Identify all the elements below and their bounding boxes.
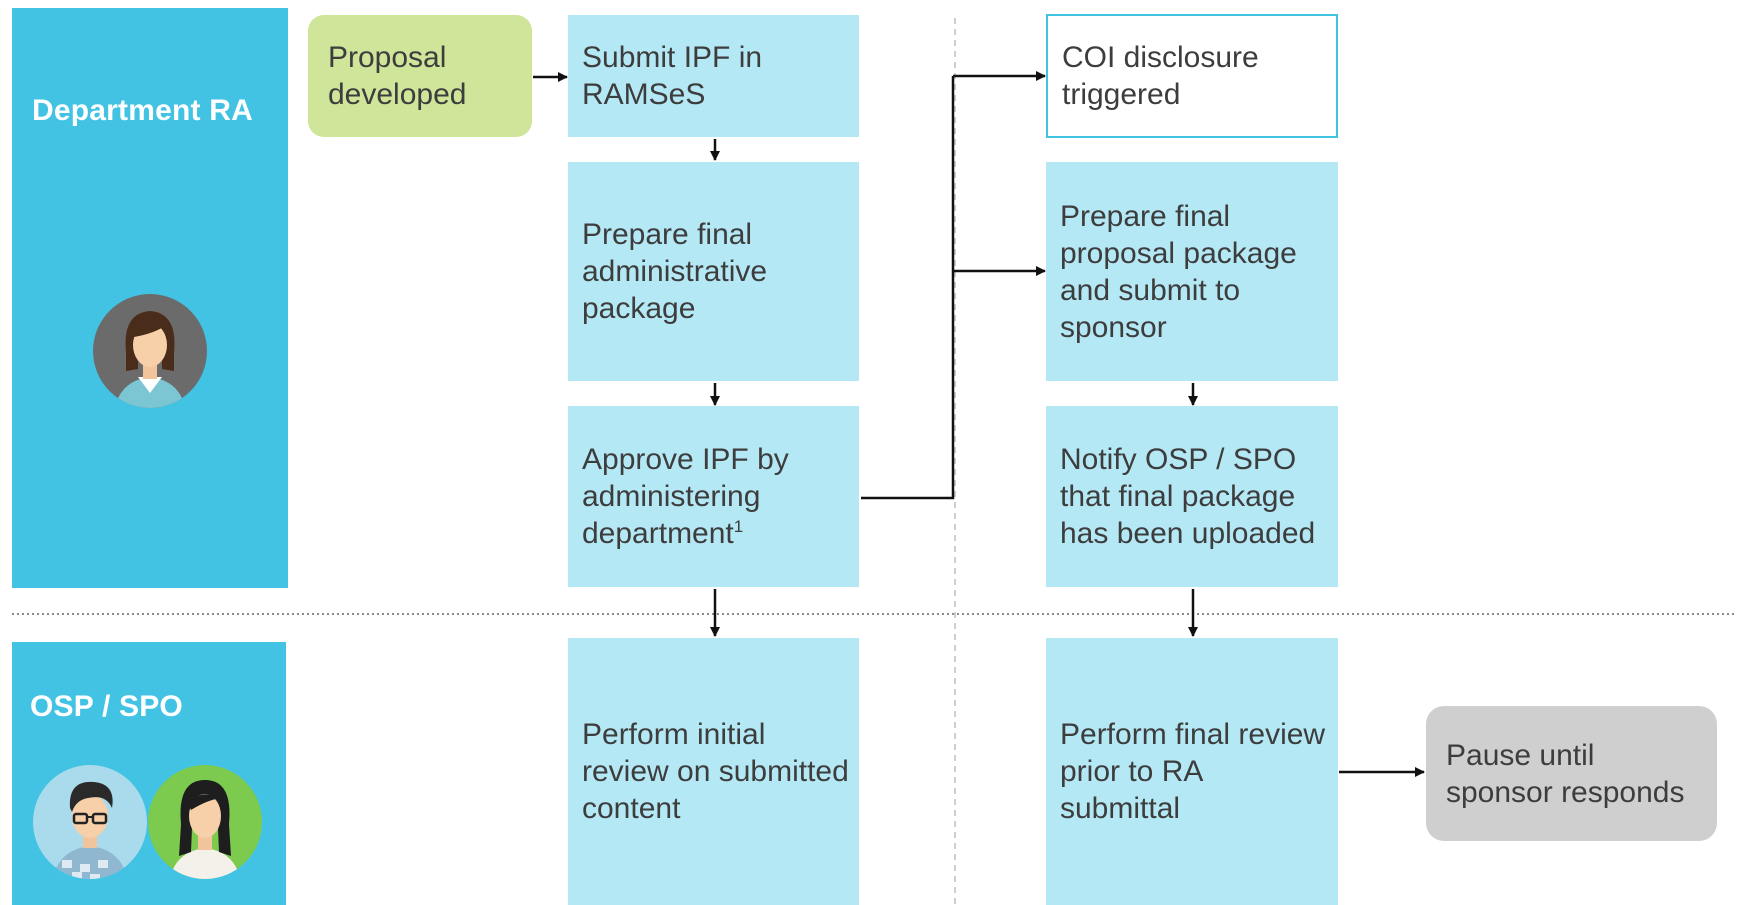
step-proposal-developed: Proposal developed xyxy=(308,15,532,137)
approve-ipf-text: Approve IPF by administering department xyxy=(582,443,789,550)
step-notify-osp: Notify OSP / SPO that final package has … xyxy=(1046,406,1338,587)
avatar-osp-woman xyxy=(148,765,262,879)
arrow-approve-branch xyxy=(861,76,955,500)
step-pause: Pause until sponsor responds xyxy=(1426,706,1717,841)
lane-title-department-ra: Department RA xyxy=(32,94,253,127)
lane-department-ra: Department RA xyxy=(12,8,288,588)
step-approve-ipf: Approve IPF by administering department1 xyxy=(568,406,859,587)
step-prepare-admin-package: Prepare final administrative package xyxy=(568,162,859,381)
step-submit-ipf: Submit IPF in RAMSeS xyxy=(568,15,859,137)
footnote-marker: 1 xyxy=(733,517,744,536)
step-final-review: Perform final review prior to RA submitt… xyxy=(1046,638,1338,905)
step-initial-review: Perform initial review on submitted cont… xyxy=(568,638,859,905)
step-prepare-proposal-package: Prepare final proposal package and submi… xyxy=(1046,162,1338,381)
lane-title-osp-spo: OSP / SPO xyxy=(30,690,183,723)
lane-osp-spo: OSP / SPO xyxy=(12,642,286,905)
avatar-department-ra xyxy=(93,294,207,408)
avatar-osp-man xyxy=(33,765,147,879)
step-coi-disclosure: COI disclosure triggered xyxy=(1046,14,1338,138)
